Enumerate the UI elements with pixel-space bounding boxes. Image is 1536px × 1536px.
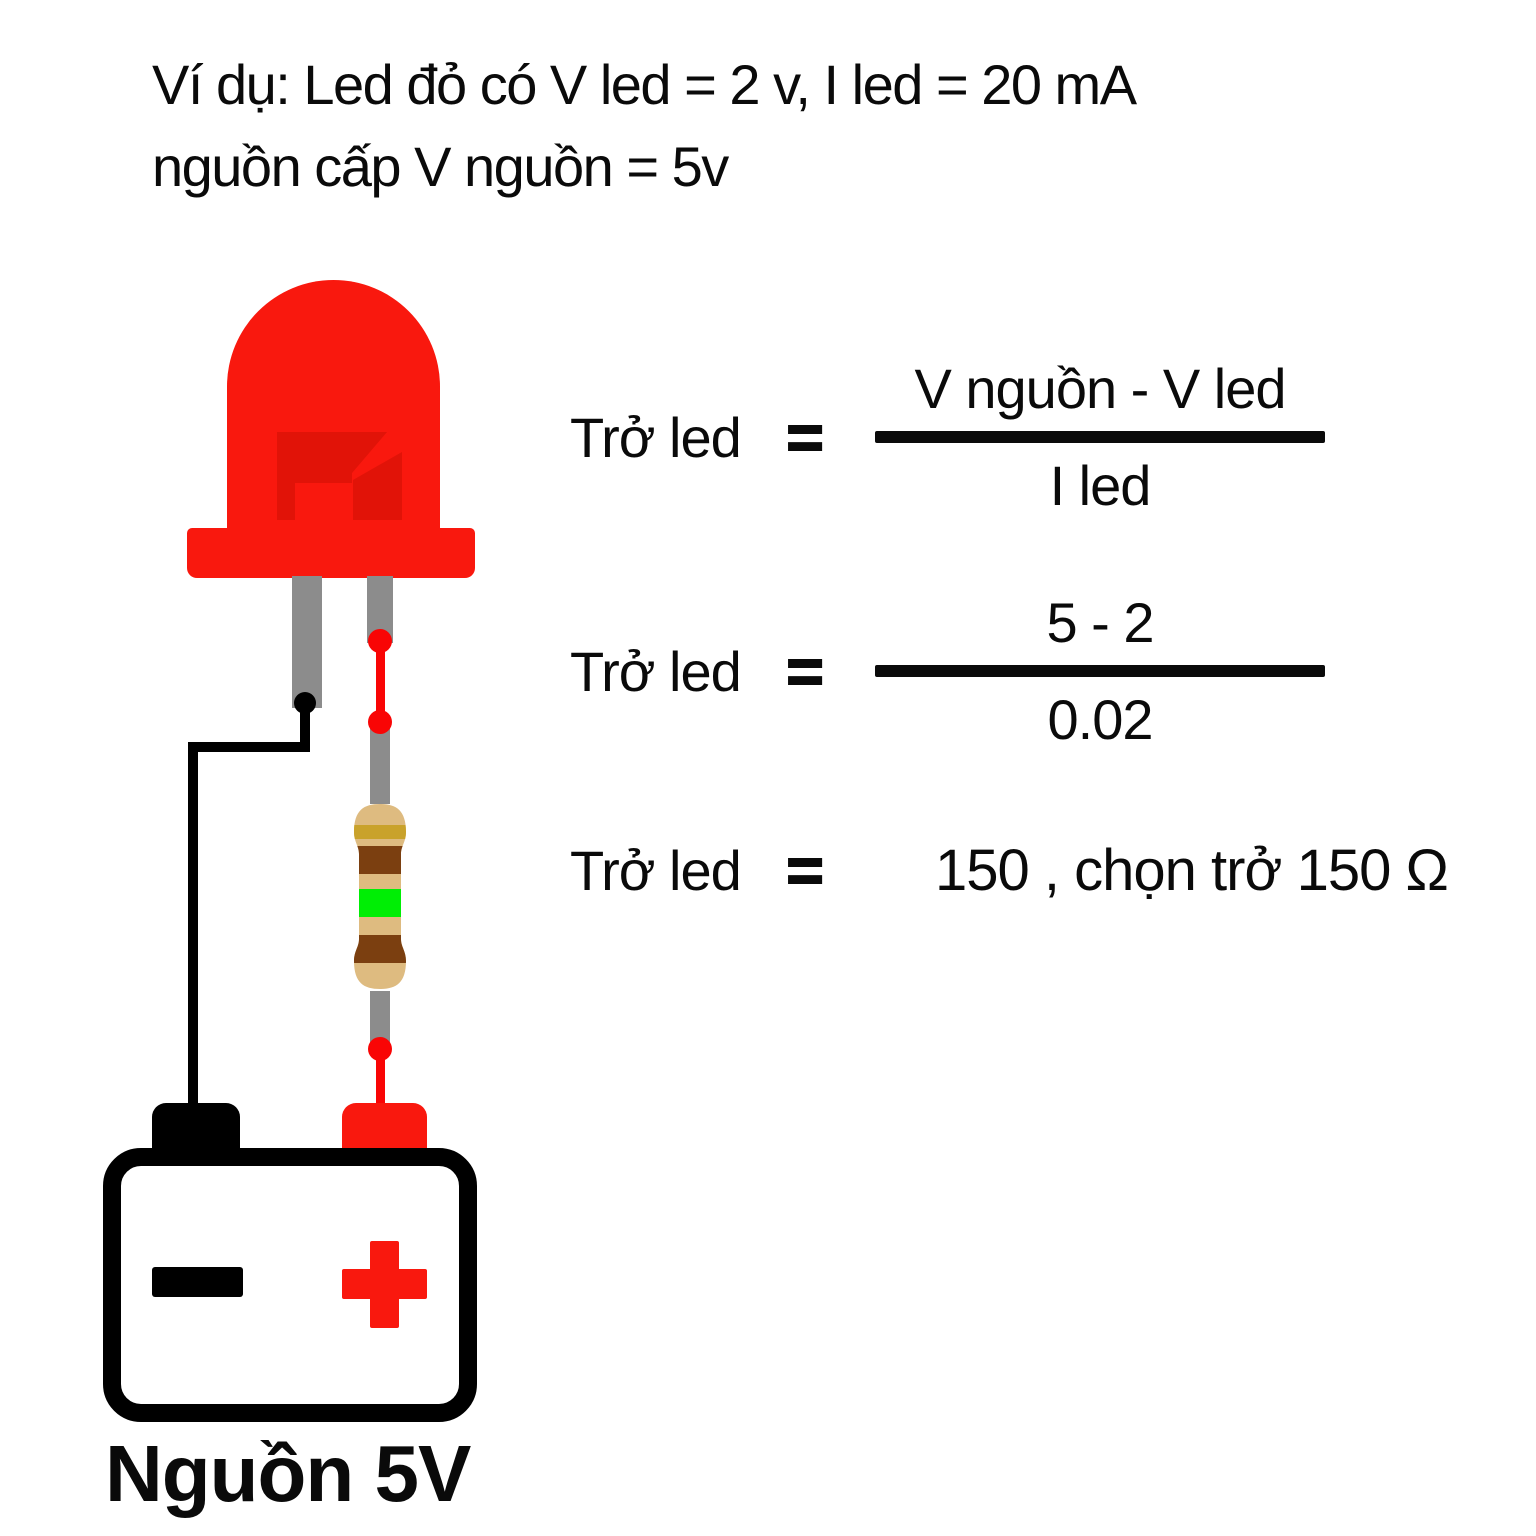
formula-row-3: Trở led = 150 , chọn trở 150 Ω [570, 810, 1449, 930]
resistor-bottom-junction-dot [368, 1037, 392, 1061]
formula-row-2: Trở led = 5 - 2 0.02 [570, 571, 1325, 771]
formula-row-1: Trở led = V nguồn - V led I led [570, 337, 1325, 537]
cathode-junction-dot [294, 692, 316, 714]
cathode-wire-down [188, 742, 198, 1110]
led-die [277, 432, 402, 520]
led-flange [187, 528, 475, 578]
resistor-lead-top [370, 722, 390, 804]
formula-1-fraction-line [875, 431, 1325, 443]
resistor-band-brown-2 [354, 935, 406, 963]
formula-1-lhs: Trở led [570, 405, 742, 469]
battery-label: Nguồn 5V [105, 1429, 471, 1518]
resistor-top-junction-dot [368, 710, 392, 734]
example-title: Ví dụ: Led đỏ có V led = 2 v, I led = 20… [152, 44, 1432, 208]
formula-2-equals-sign: = [785, 634, 824, 708]
resistor-body [354, 804, 406, 989]
battery-negative-terminal [152, 1103, 240, 1155]
formula-1-denominator: I led [1049, 454, 1152, 517]
plus-symbol-vertical [370, 1241, 399, 1328]
example-title-line2: nguồn cấp V nguồn = 5v [152, 135, 729, 198]
formula-3-result: 150 , chọn trở 150 Ω [935, 837, 1449, 903]
formula-1-fraction: V nguồn - V led I led [875, 352, 1325, 522]
formula-2-numerator: 5 - 2 [1046, 591, 1154, 654]
battery-positive-terminal [342, 1103, 427, 1155]
formula-1-numerator: V nguồn - V led [914, 357, 1286, 420]
formula-2-denominator: 0.02 [1047, 688, 1154, 751]
led-dome [227, 280, 440, 530]
resistor-band-green [354, 889, 406, 917]
formula-2-lhs: Trở led [570, 639, 742, 703]
anode-wire-upper [376, 641, 385, 726]
minus-symbol [152, 1267, 243, 1297]
formula-3-equals-sign: = [785, 833, 824, 907]
formula-1-equals-sign: = [785, 400, 824, 474]
formula-3-lhs: Trở led [570, 838, 742, 902]
anode-junction-dot [368, 629, 392, 653]
cathode-wire-horizontal [188, 742, 310, 752]
cathode-wire-vertical [300, 703, 310, 752]
resistor-band-brown-1 [354, 846, 406, 874]
formula-2-fraction-line [875, 665, 1325, 677]
resistor-band-gold [354, 825, 406, 839]
anode-wire-lower [376, 1049, 385, 1107]
formula-2-fraction: 5 - 2 0.02 [875, 586, 1325, 756]
led-cathode-leg [292, 576, 322, 708]
example-title-line1: Ví dụ: Led đỏ có V led = 2 v, I led = 20… [152, 53, 1137, 116]
